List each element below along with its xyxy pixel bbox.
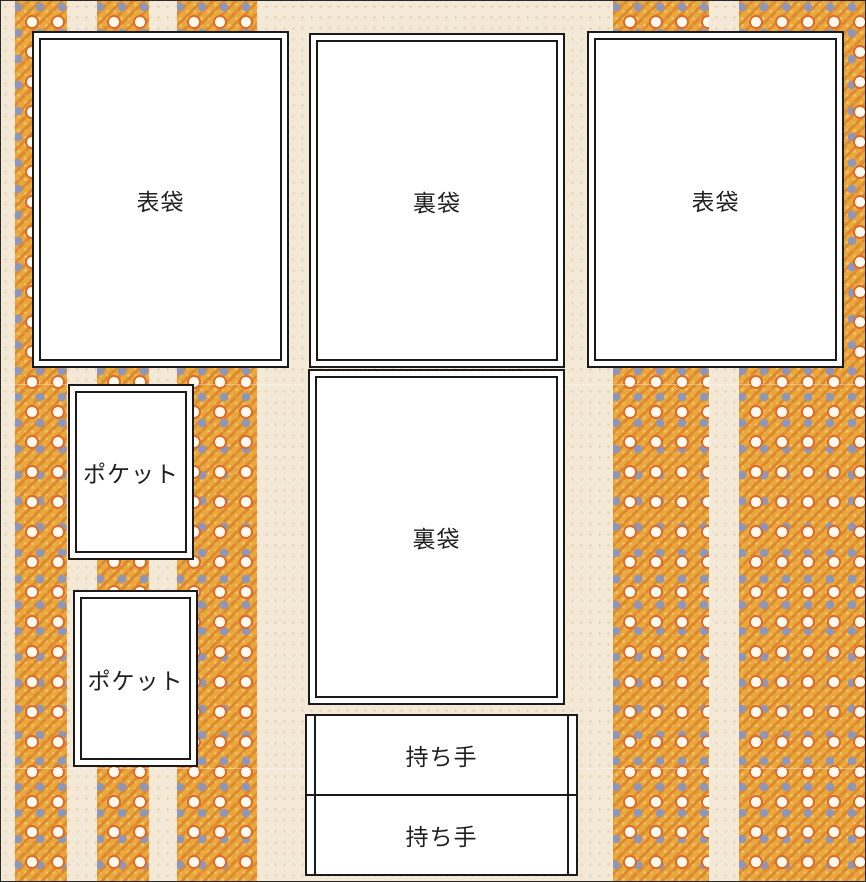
outer-bag-piece-left[interactable]: 表袋 <box>32 31 289 368</box>
piece-label: ポケット <box>87 668 184 695</box>
inner-bag-piece-bottom[interactable]: 裏袋 <box>308 369 565 705</box>
piece-label: ポケット <box>83 462 179 488</box>
piece-label: 持ち手 <box>405 745 478 771</box>
inner-bag-piece-top[interactable]: 裏袋 <box>309 33 565 368</box>
piece-label: 表袋 <box>691 189 740 216</box>
piece-label: 裏袋 <box>413 190 461 217</box>
handle-piece-top[interactable]: 持ち手 <box>305 714 578 796</box>
pocket-piece-top[interactable]: ポケット <box>68 384 194 560</box>
piece-label: 表袋 <box>136 189 185 216</box>
piece-label: 裏袋 <box>412 527 461 553</box>
outer-bag-piece-right[interactable]: 表袋 <box>587 31 844 368</box>
piece-label: 持ち手 <box>405 825 478 851</box>
pocket-piece-bottom[interactable]: ポケット <box>73 590 198 767</box>
handle-piece-bottom[interactable]: 持ち手 <box>305 794 578 876</box>
